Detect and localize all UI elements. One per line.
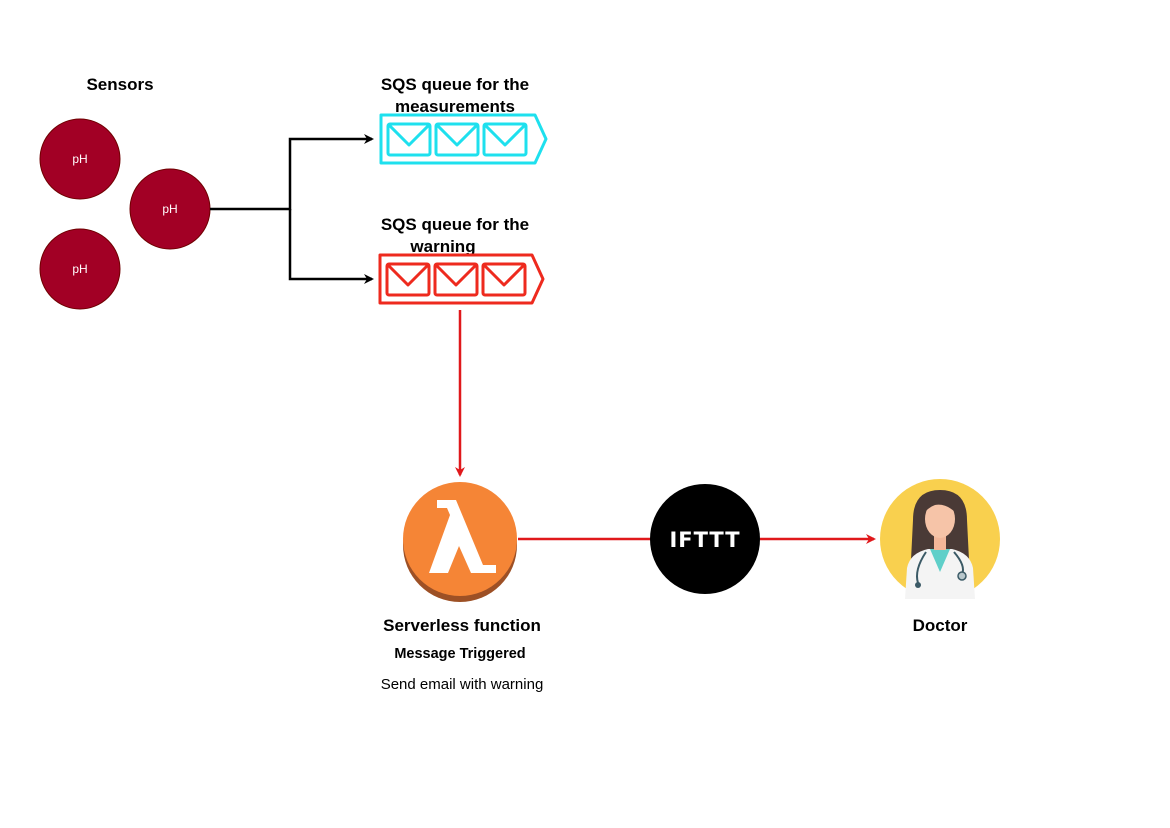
sensor-to-warning-connector [288, 209, 374, 284]
ifttt-logo: IFTTT [650, 484, 760, 594]
warning-queue-title-line2: warning [409, 237, 475, 256]
measurements-queue-title-line2: measurements [395, 97, 515, 116]
sensor-circle [39, 228, 121, 310]
doctor-avatar-icon [880, 479, 1000, 599]
lambda-trigger: Message Triggered [394, 646, 525, 662]
lambda-icon [403, 482, 517, 602]
sensor-label: pH [72, 262, 87, 276]
measurements-queue-title-line1: SQS queue for the [381, 75, 529, 94]
sensors-title: Sensors [86, 75, 153, 94]
ifttt-label: IFTTT [669, 528, 740, 552]
doctor-title: Doctor [913, 616, 968, 635]
sensor-label: pH [162, 202, 177, 216]
sensor-to-measurements-connector [210, 134, 374, 211]
sensor-node: pH [129, 168, 211, 250]
lambda-action: Send email with warning [381, 676, 544, 693]
sensor-node: pH [39, 118, 121, 200]
lambda-title: Serverless function [383, 616, 541, 635]
sensor-circle [39, 118, 121, 200]
warning-queue-title-line1: SQS queue for the [381, 215, 529, 234]
sqs-queue-warning-icon [378, 253, 545, 305]
sensor-label: pH [72, 152, 87, 166]
sqs-queue-measurements-icon [379, 113, 548, 165]
sensor-node: pH [39, 228, 121, 310]
